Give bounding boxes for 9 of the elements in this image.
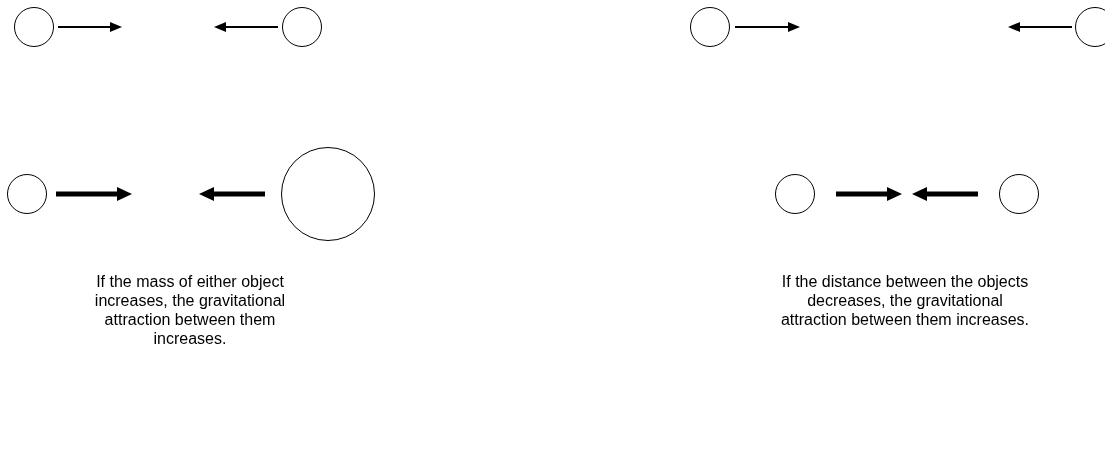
circle-object	[282, 7, 322, 47]
circle-object	[999, 174, 1039, 214]
caption-text: If the distance between the objects decreases, the gravitational attraction between them increases.	[780, 272, 1030, 329]
circle-object	[14, 7, 54, 47]
circle-object	[7, 174, 47, 214]
circle-object	[690, 7, 730, 47]
circle-object	[775, 174, 815, 214]
caption-text: If the mass of either object increases, the gravitational attraction between them increases.	[93, 272, 287, 348]
circle-object	[1075, 7, 1105, 47]
